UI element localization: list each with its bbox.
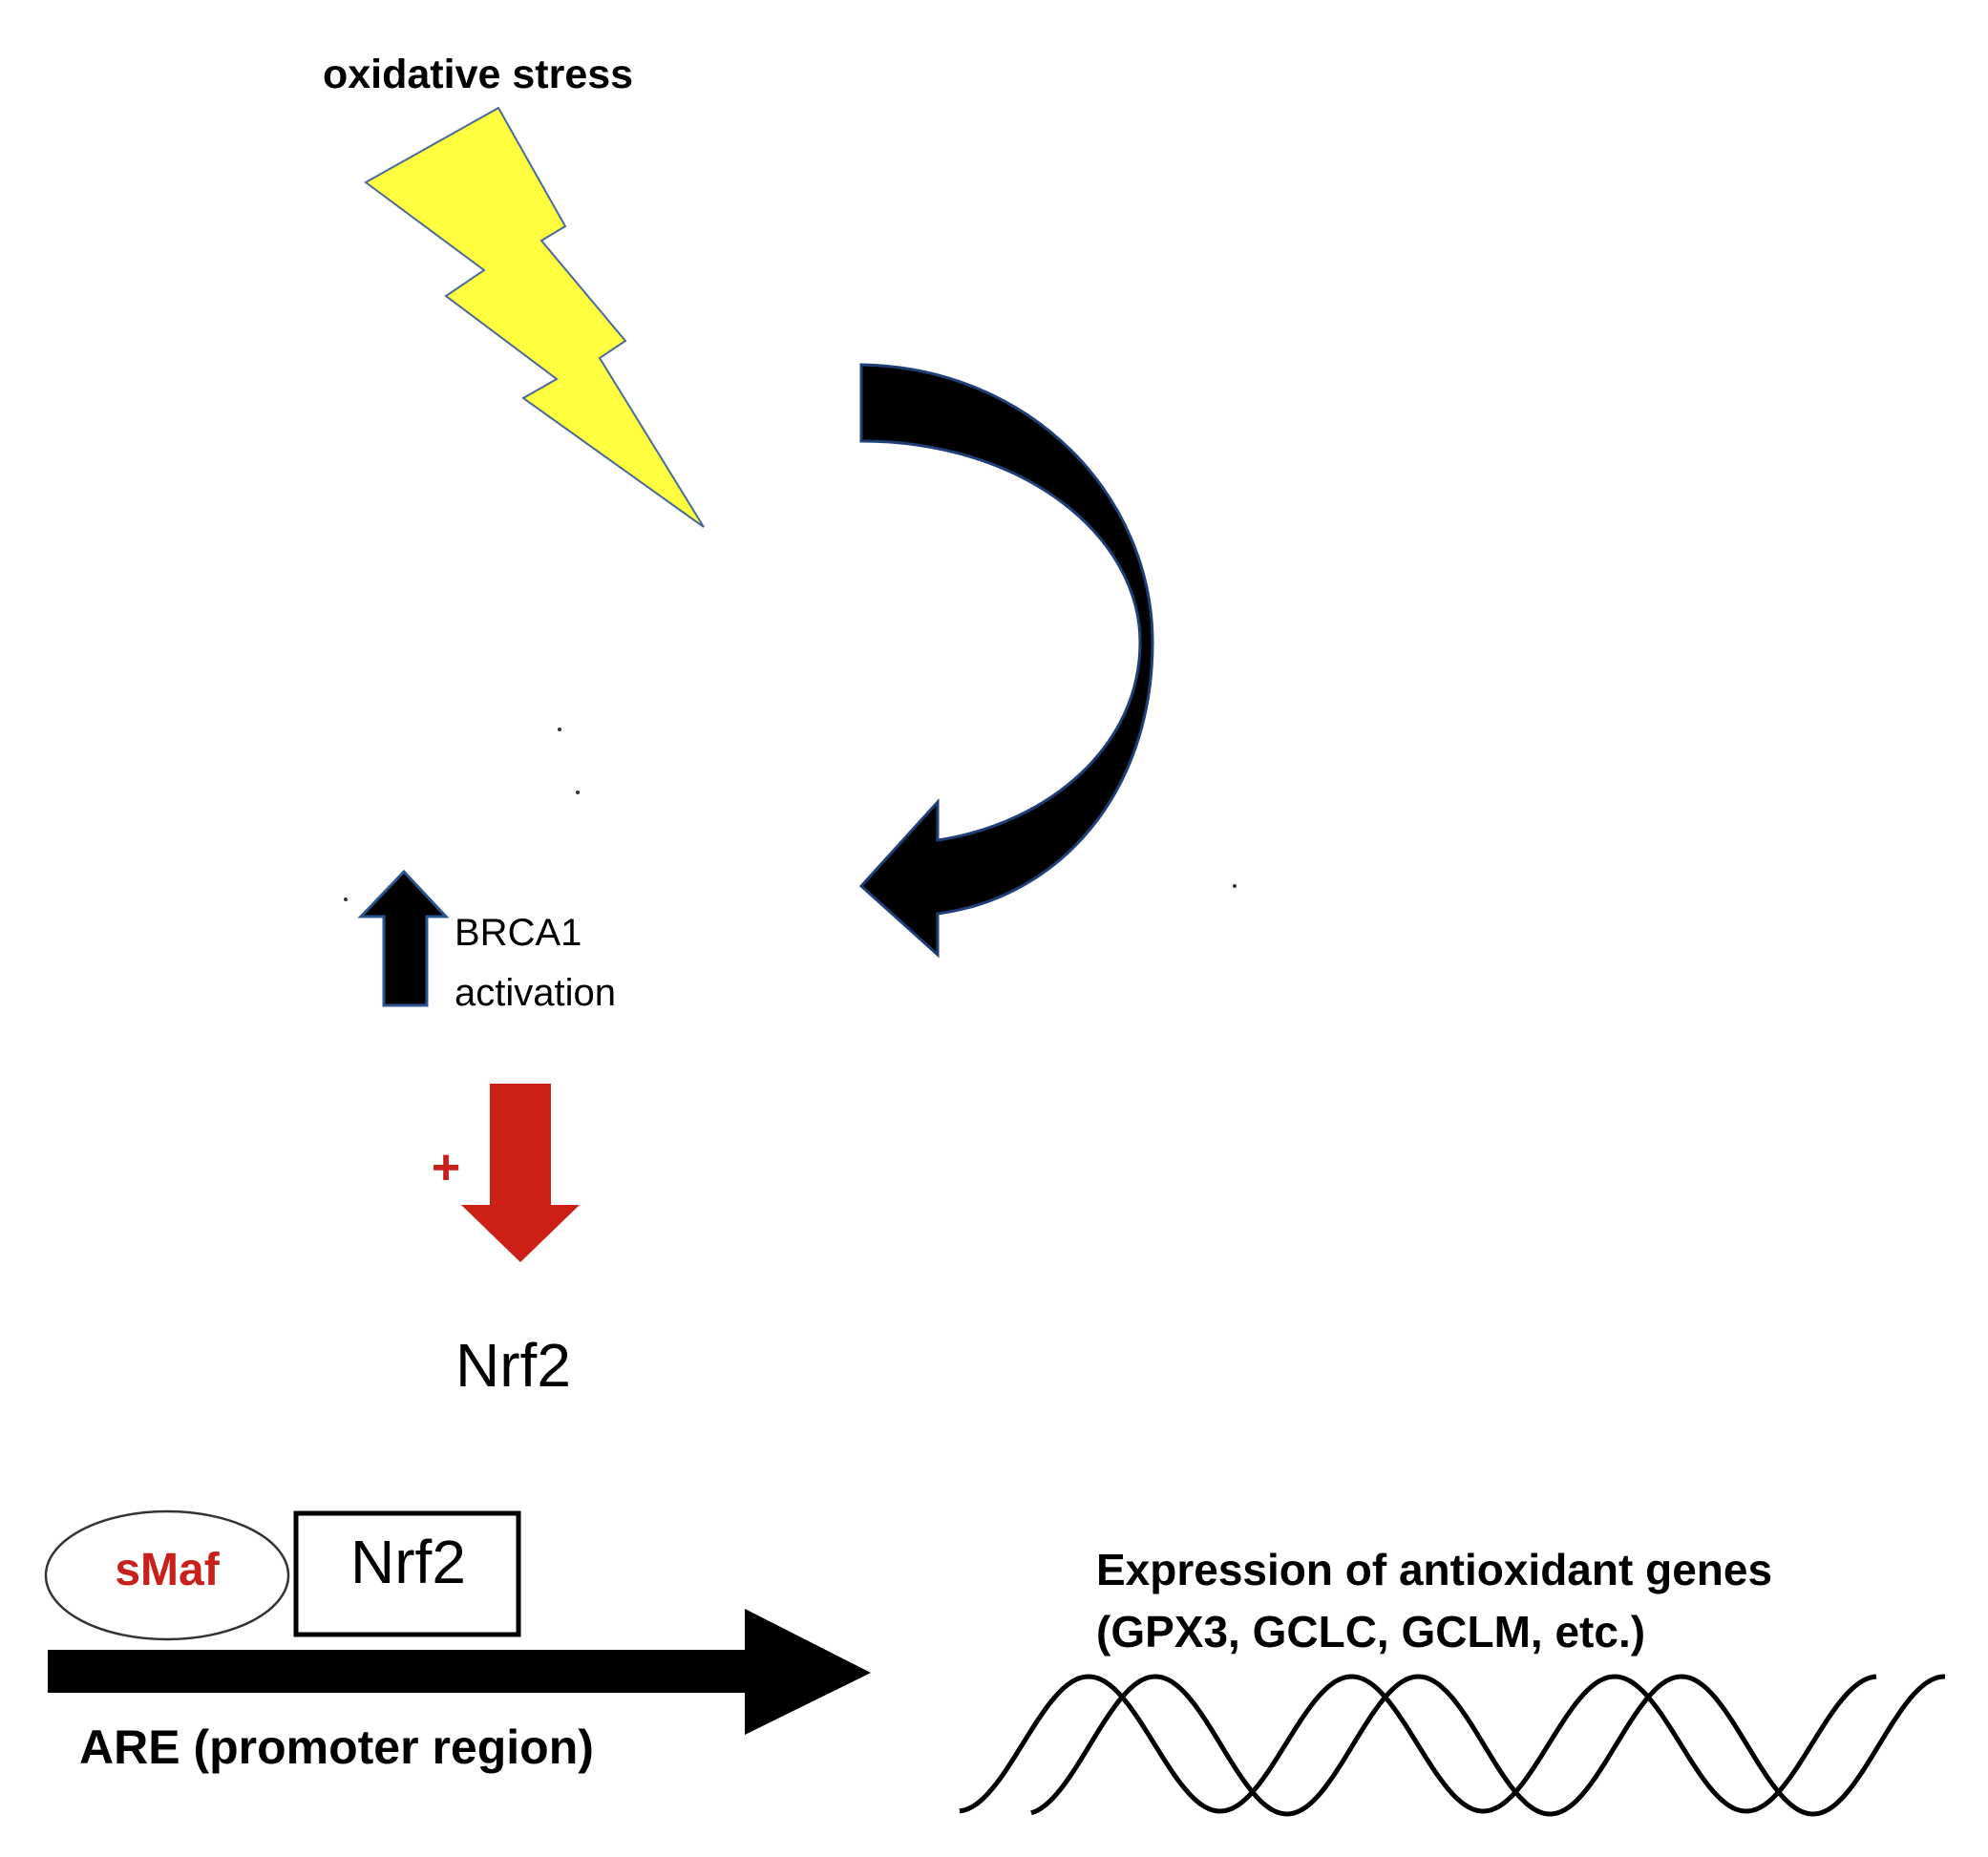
down-arrow-icon <box>461 1084 580 1262</box>
right-arrow-icon <box>48 1609 871 1735</box>
dna-strand-1 <box>959 1674 1877 1814</box>
oxidative-stress-label: oxidative stress <box>323 52 633 97</box>
dna-strand-2 <box>1030 1674 1946 1817</box>
lightning-bolt-icon <box>364 106 705 528</box>
brca1-label: BRCA1 <box>455 912 582 954</box>
smaf-ellipse <box>44 1509 290 1641</box>
genes-list-label: (GPX3, GCLC, GCLM, etc.) <box>1096 1607 1645 1657</box>
nrf2-label: Nrf2 <box>455 1331 571 1400</box>
up-arrow-icon <box>357 869 450 1007</box>
are-promoter-label: ARE (promoter region) <box>79 1720 594 1774</box>
stray-dot <box>576 791 580 794</box>
smaf-label: sMaf <box>115 1545 220 1595</box>
dna-helix-icon <box>959 1674 1946 1817</box>
expression-label: Expression of antioxidant genes <box>1096 1545 1772 1594</box>
curved-arrow-icon <box>858 363 1154 959</box>
nrf2-box-label: Nrf2 <box>350 1528 466 1596</box>
plus-sign: + <box>432 1140 460 1195</box>
stray-dot <box>344 897 348 901</box>
stray-dot <box>558 728 561 731</box>
stray-dot <box>1233 884 1237 888</box>
nrf2-box <box>293 1510 521 1637</box>
activation-label: activation <box>455 972 616 1014</box>
